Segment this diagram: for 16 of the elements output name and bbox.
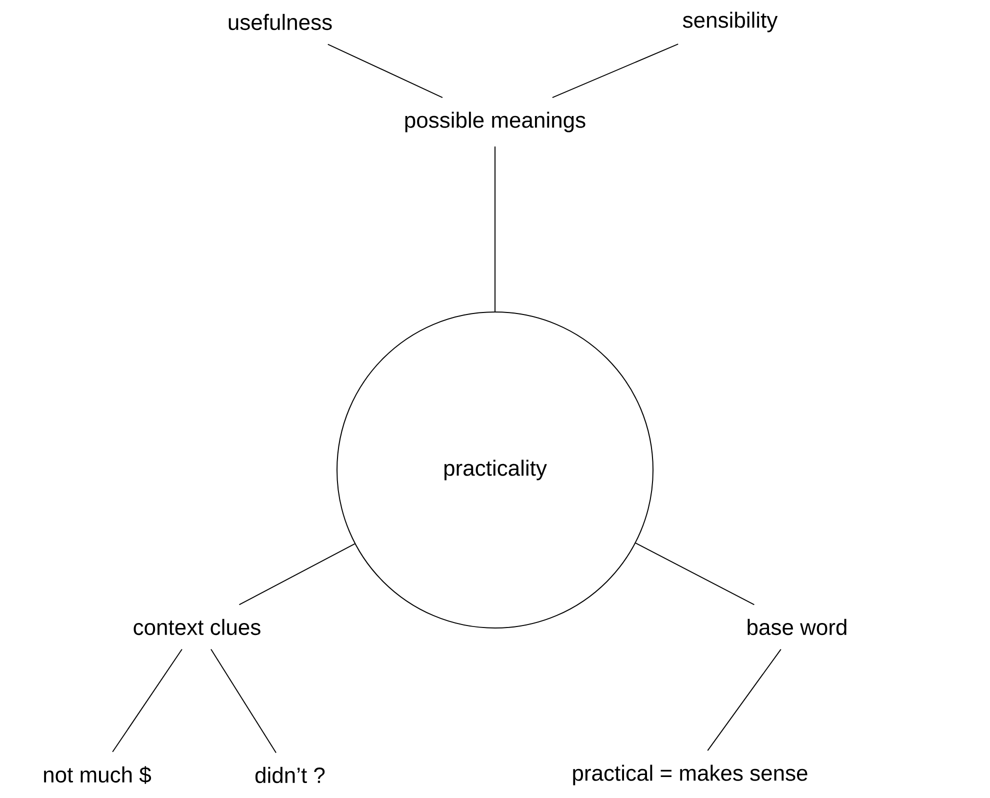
connector-line <box>707 648 782 752</box>
word-label: possible meanings <box>405 112 586 132</box>
connector-line <box>112 648 182 752</box>
word-label: not much $ <box>44 766 152 784</box>
connector-line <box>635 542 755 606</box>
connector-line <box>210 648 277 754</box>
word-label: base word <box>748 618 846 636</box>
word-label: sensibility <box>682 12 778 32</box>
connector-line <box>238 543 356 606</box>
connector-line <box>552 44 679 98</box>
word-label: context clues <box>134 618 260 636</box>
word-label: practical = makes sense <box>573 764 808 786</box>
connector-line <box>327 44 443 98</box>
word-label: didn’t ? <box>255 766 325 784</box>
word-label: usefulness <box>228 14 332 30</box>
connector-line <box>494 146 496 312</box>
